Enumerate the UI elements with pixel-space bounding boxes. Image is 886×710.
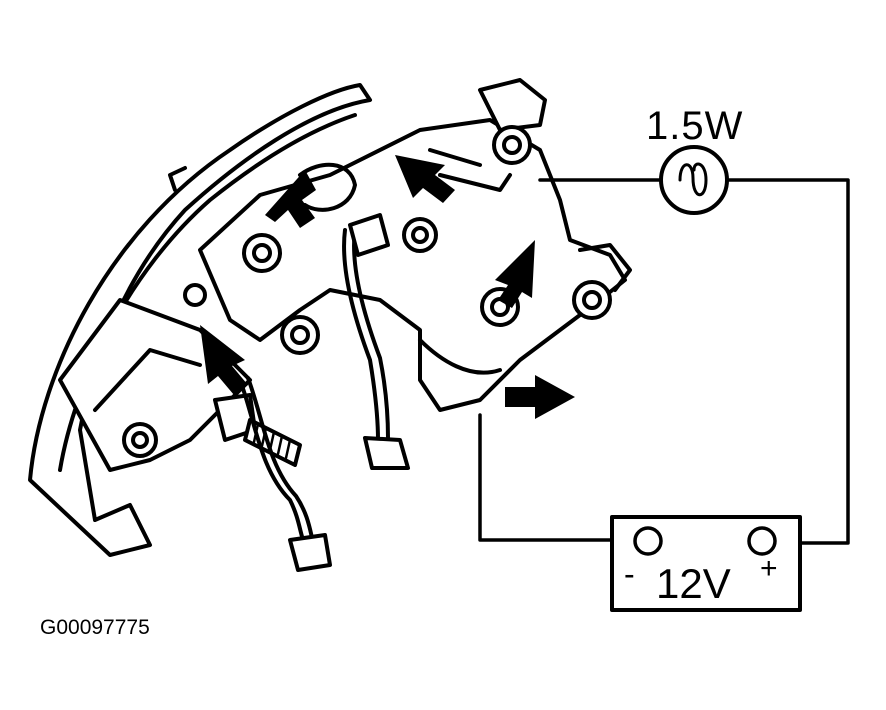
- battery: [610, 515, 802, 612]
- arrow-bottom-right: [505, 375, 575, 419]
- arrow-mid-right: [495, 240, 535, 308]
- test-lamp: [659, 145, 729, 215]
- wire-ground-to-battery-negative: [478, 413, 614, 542]
- arrow-upper-left: [265, 170, 316, 228]
- arrow-lower-left: [200, 325, 248, 395]
- battery-positive-terminal: [747, 526, 777, 556]
- lamp-wattage-label: 1.5W: [646, 104, 744, 148]
- battery-negative-symbol: -: [624, 556, 635, 592]
- battery-positive-symbol: +: [760, 552, 778, 585]
- terminal-bolts: [122, 125, 612, 458]
- wire-lamp-to-battery-positive: [726, 178, 850, 545]
- lamp-filament: [678, 162, 708, 197]
- highlight-arrows: [200, 155, 575, 419]
- arrow-upper-center: [395, 155, 455, 203]
- alternator-housing: [28, 83, 372, 557]
- battery-voltage-label: 12V: [656, 560, 731, 607]
- battery-negative-terminal: [633, 526, 663, 556]
- lead-wires: [238, 213, 410, 572]
- figure-id: G00097775: [40, 616, 150, 639]
- bolt-8: [183, 283, 207, 307]
- test-circuit: [478, 178, 850, 545]
